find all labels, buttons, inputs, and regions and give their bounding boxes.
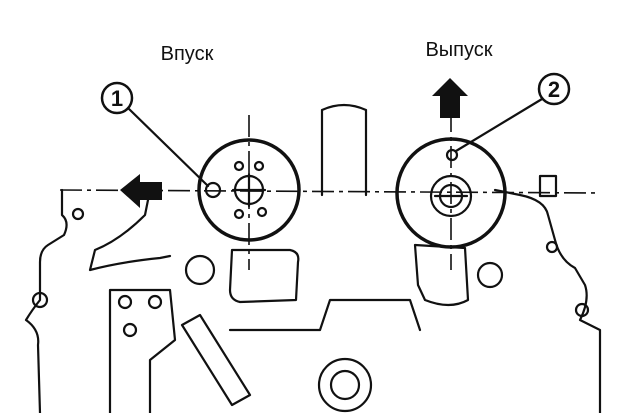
strap — [180, 313, 252, 407]
callout-1-circle — [100, 81, 134, 115]
right-housing-outline — [493, 174, 602, 413]
bolt-hole — [71, 207, 85, 221]
intake-timing-mark-hole — [204, 181, 222, 199]
intake-camshaft-sprocket — [197, 138, 301, 242]
exhaust-timing-mark-hole — [445, 148, 459, 162]
arrow-up-icon — [432, 78, 468, 118]
intake-lower-block — [228, 248, 300, 304]
plug — [476, 261, 504, 289]
callout-2-circle — [537, 72, 571, 106]
callout-2-leader — [454, 97, 544, 153]
bolt-hole — [117, 294, 133, 310]
intake-label: Впуск — [161, 43, 214, 65]
callout-2: 2 — [548, 77, 560, 102]
arrow-left-icon — [120, 174, 162, 208]
bolt-hole — [574, 302, 590, 318]
bolt-hole — [253, 160, 265, 172]
exhaust-hub — [429, 174, 473, 218]
bolt-hole — [256, 206, 268, 218]
exhaust-lower-block — [413, 243, 470, 307]
bolt-hole — [233, 208, 245, 220]
pulley-hub — [329, 369, 361, 401]
callout-1: 1 — [111, 86, 123, 111]
bolt-hole — [31, 291, 49, 309]
callout-1-leader — [126, 106, 210, 188]
center-tower — [320, 103, 368, 197]
plug — [184, 254, 216, 286]
bolt-hole — [122, 322, 138, 338]
bolt-hole — [147, 294, 163, 310]
cylinder-head-outline — [24, 188, 172, 413]
exhaust-label: Выпуск — [425, 39, 492, 61]
bolt-hole — [545, 240, 559, 254]
exhaust-camshaft-sprocket — [395, 137, 507, 249]
bolt-hole — [233, 160, 245, 172]
lower-bracket — [108, 288, 422, 413]
pulley — [317, 357, 373, 413]
